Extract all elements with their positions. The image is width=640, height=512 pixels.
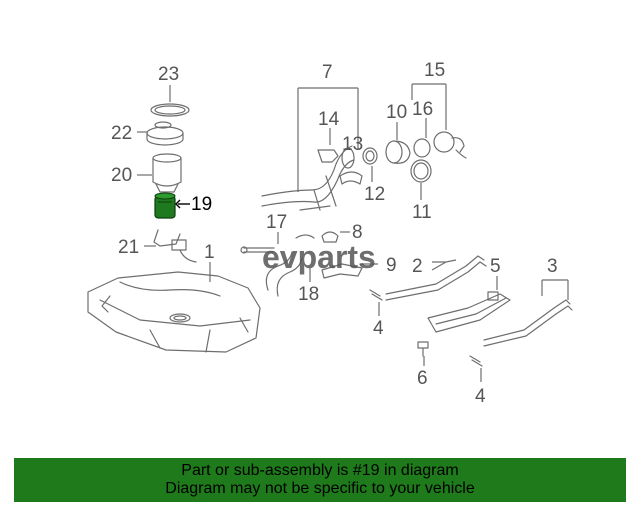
- callout-22: 22: [111, 123, 132, 144]
- part-8-clamp: [321, 231, 350, 243]
- part-17-hose: [240, 232, 315, 254]
- part-4-bolt-bottom: [469, 355, 483, 382]
- part-16-cap-seal: [413, 118, 431, 158]
- info-banner: Part or sub-assembly is #19 in diagram D…: [14, 458, 626, 502]
- callout-23: 23: [158, 64, 179, 85]
- callout-17: 17: [266, 212, 287, 233]
- part-19-fuel-pump: [154, 192, 190, 219]
- part-11-gasket: [410, 159, 432, 200]
- callout-4b: 4: [475, 386, 486, 407]
- part-14-clip: [317, 128, 339, 163]
- callout-14: 14: [318, 109, 340, 130]
- part-6-bolt: [417, 341, 429, 366]
- callout-21: 21: [118, 237, 139, 258]
- part-23-gasket: [150, 85, 190, 117]
- banner-line-2: Diagram may not be specific to your vehi…: [165, 480, 475, 497]
- part-13-bracket: [339, 171, 363, 185]
- part-5-canister: [427, 276, 511, 333]
- callout-2: 2: [412, 256, 423, 277]
- banner-line-1: Part or sub-assembly is #19 in diagram: [181, 462, 459, 479]
- callout-4a: 4: [373, 318, 384, 339]
- callout-7: 7: [322, 62, 333, 83]
- callout-10: 10: [386, 102, 407, 123]
- part-21-sender: [144, 229, 197, 263]
- part-2-tube: [385, 255, 487, 301]
- callout-13: 13: [342, 134, 363, 155]
- callout-5: 5: [490, 256, 501, 277]
- callout-12: 12: [364, 184, 385, 205]
- watermark-logo: evparts: [262, 239, 376, 275]
- part-4-bolt-middle: [369, 289, 383, 316]
- part-7-filler-pipe: [261, 87, 359, 211]
- callout-20: 20: [111, 165, 132, 186]
- callout-15: 15: [424, 60, 445, 81]
- callout-3: 3: [547, 256, 558, 277]
- part-10-filler-neck: [385, 122, 411, 164]
- part-18-hose: [265, 251, 311, 297]
- part-3-tube: [483, 279, 573, 347]
- callout-18: 18: [298, 284, 319, 305]
- part-22-retainer: [137, 121, 184, 146]
- callout-1: 1: [204, 242, 215, 263]
- part-9-bracket: [321, 263, 378, 279]
- callout-6: 6: [417, 368, 428, 389]
- callout-11: 11: [412, 202, 432, 223]
- part-20-filter-housing: [137, 153, 182, 193]
- callout-16: 16: [412, 99, 433, 120]
- part-15-fuel-cap: [411, 83, 467, 159]
- callout-8: 8: [352, 222, 363, 243]
- part-1-fuel-tank: [87, 262, 261, 353]
- part-12-ring: [362, 147, 378, 182]
- callout-19: 19: [191, 194, 212, 215]
- callout-9: 9: [386, 255, 397, 276]
